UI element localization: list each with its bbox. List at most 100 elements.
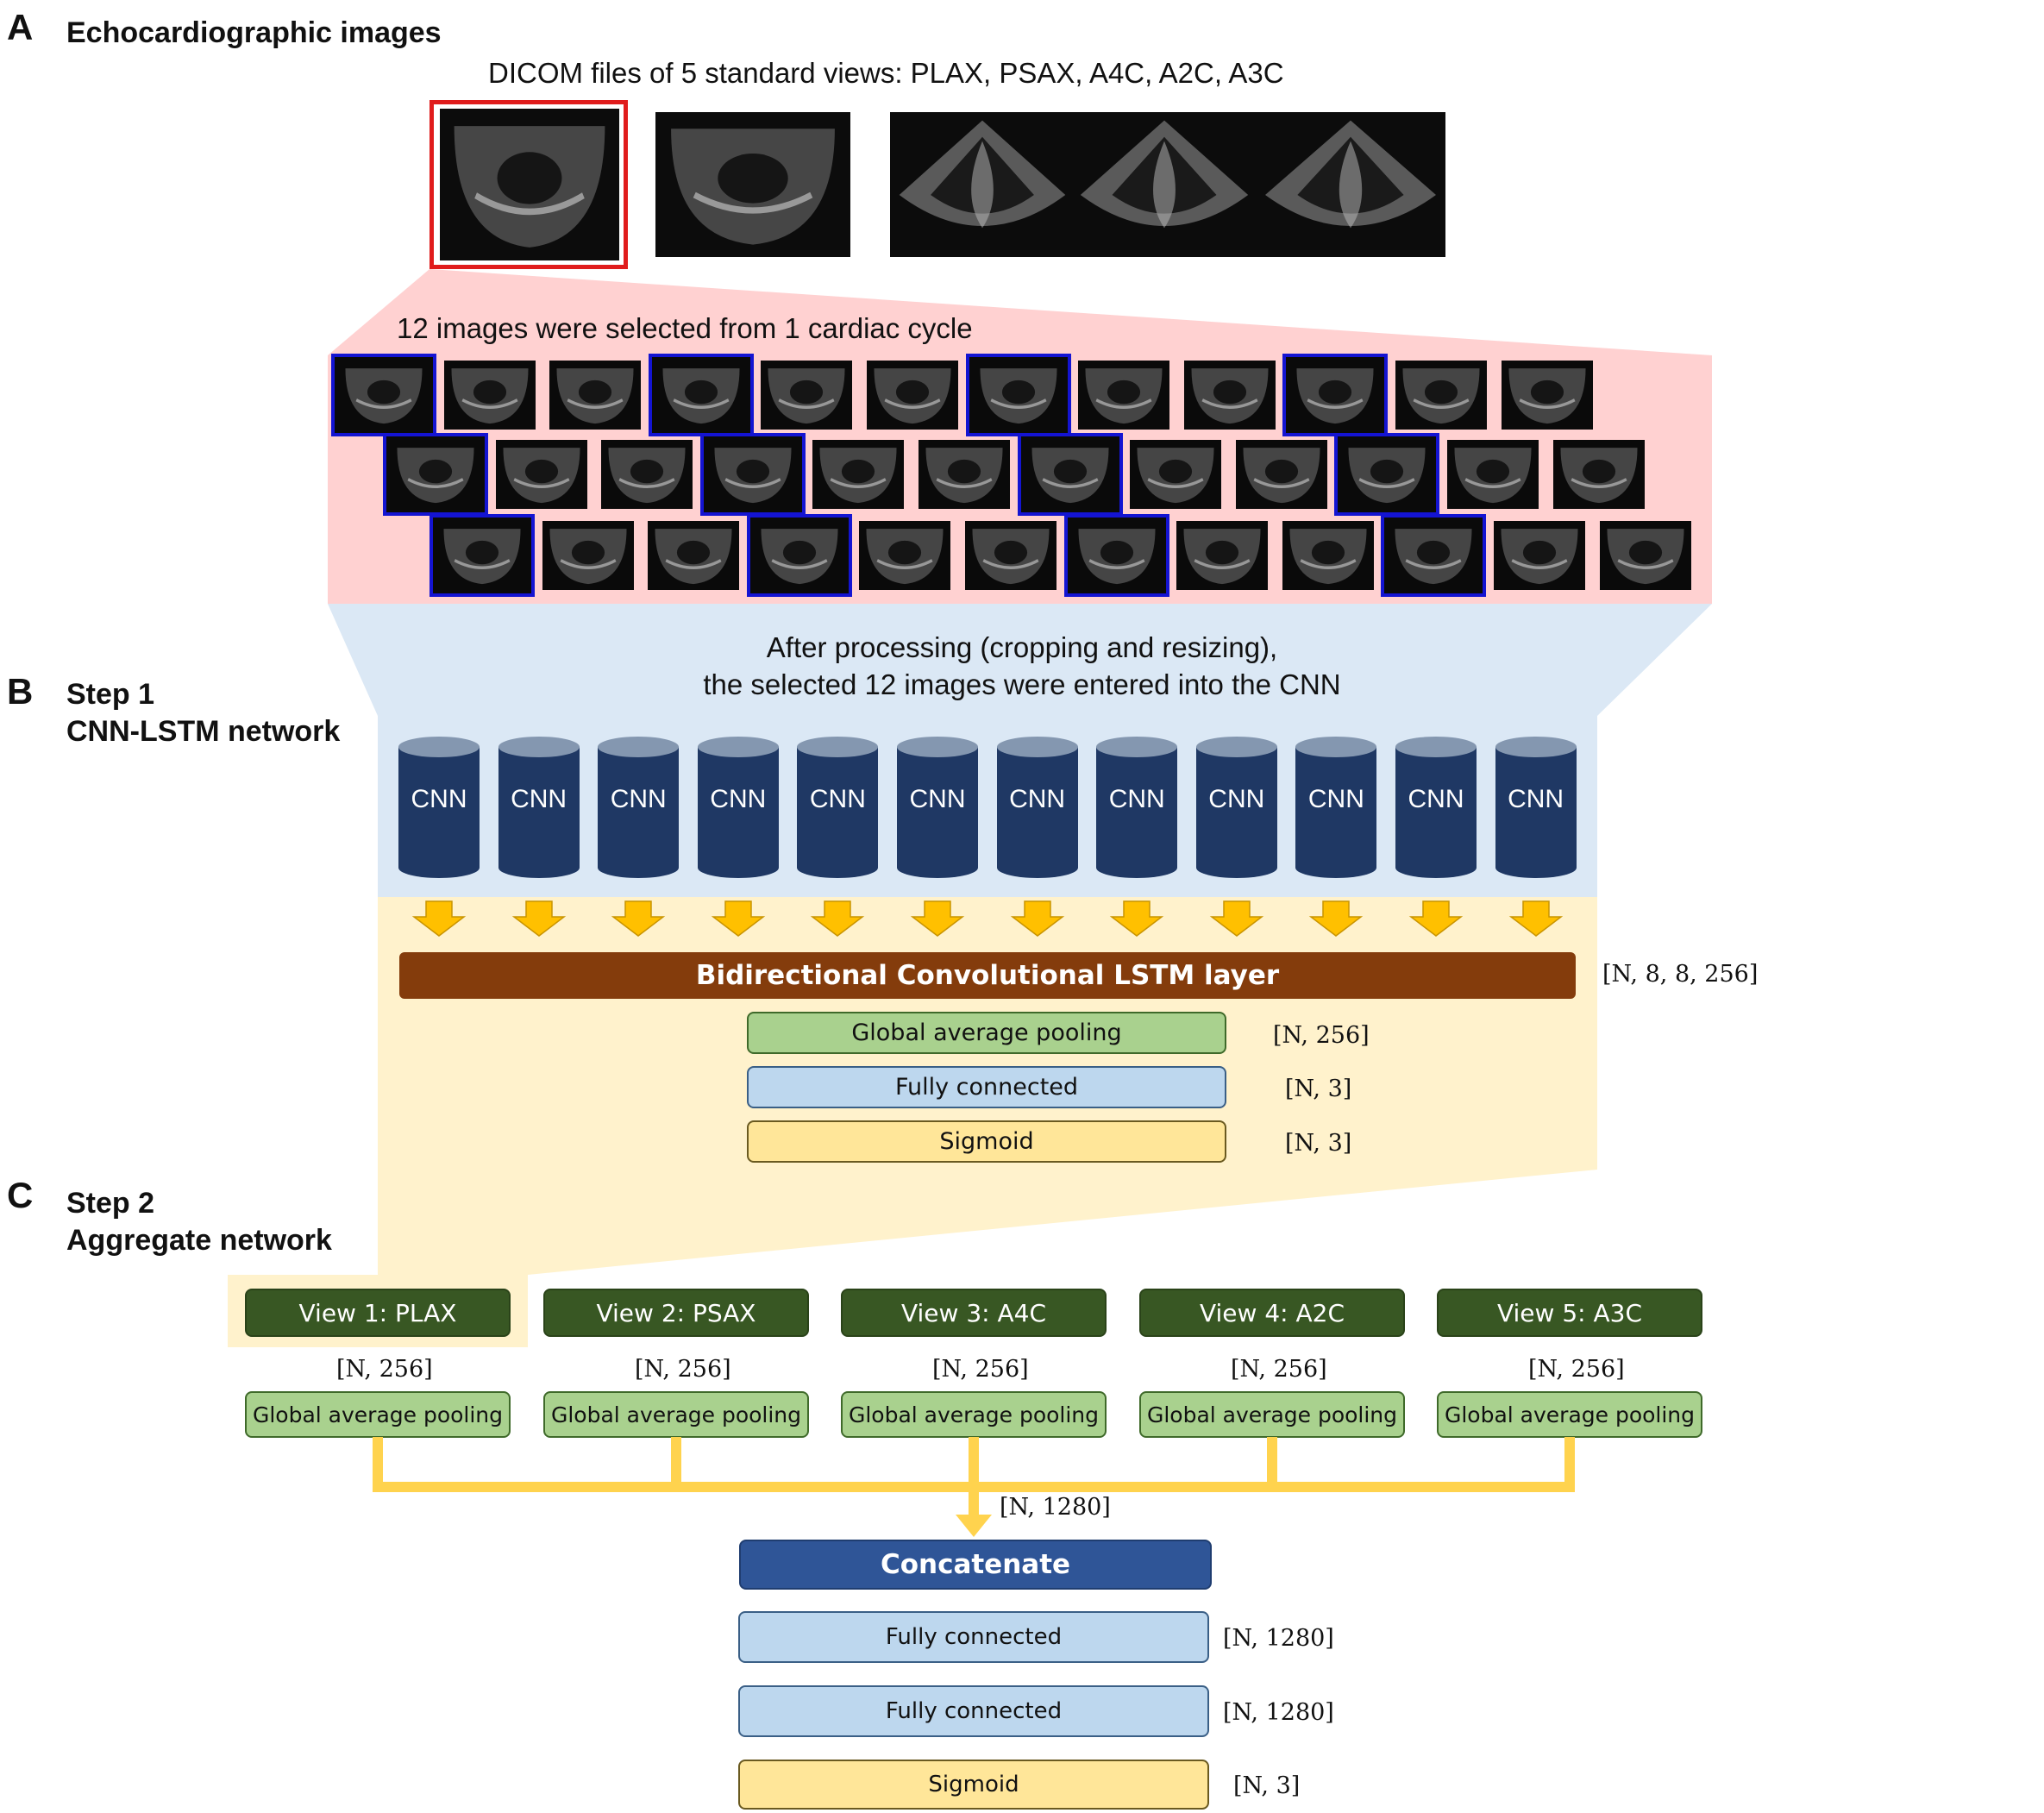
- selected-frame: [1334, 433, 1440, 516]
- cnn-block-2: CNN: [497, 735, 581, 878]
- view-input-4: View 4: A2C: [1139, 1289, 1405, 1337]
- connector-arrowhead: [956, 1515, 992, 1537]
- panel-b-title-line1: Step 1: [66, 678, 155, 711]
- panel-b-letter: B: [7, 671, 34, 712]
- down-arrow-icon: [910, 900, 965, 938]
- down-arrow-icon: [611, 900, 666, 938]
- down-arrow-icon: [1508, 900, 1563, 938]
- views-caption: DICOM files of 5 standard views: PLAX, P…: [488, 57, 1284, 89]
- frame: [601, 440, 693, 509]
- panel-c-title-line1: Step 2: [66, 1187, 155, 1220]
- plax-highlight-frame: [429, 100, 628, 269]
- step1-sigmoid-shape: [N, 3]: [1285, 1130, 1352, 1157]
- frame: [1599, 521, 1691, 590]
- cnn-block-5: CNN: [795, 735, 880, 878]
- selected-frame: [1017, 433, 1123, 516]
- view-input-2: View 2: PSAX: [543, 1289, 809, 1337]
- selected-frame: [746, 514, 852, 597]
- cnn-block-8: CNN: [1094, 735, 1179, 878]
- panel-a-title: Echocardiographic images: [66, 16, 442, 49]
- panel-a-letter: A: [7, 7, 34, 47]
- view-shape-4: [N, 256]: [1231, 1356, 1327, 1383]
- view-thumbnail-plax: [440, 109, 619, 260]
- lstm-output-shape: [N, 8, 8, 256]: [1602, 961, 1759, 988]
- frame: [1183, 361, 1276, 430]
- selected-frame: [699, 433, 806, 516]
- frame: [919, 440, 1010, 509]
- cnn-block-9: CNN: [1194, 735, 1279, 878]
- step2-fully-connected-2: Fully connected: [738, 1685, 1209, 1737]
- cnn-block-6: CNN: [895, 735, 980, 878]
- frame: [542, 521, 634, 590]
- cnn-label: CNN: [1108, 785, 1165, 813]
- panel-c-letter: C: [7, 1175, 34, 1215]
- frame: [1501, 361, 1593, 430]
- step1-fully-connected: Fully connected: [747, 1066, 1226, 1108]
- selected-frame: [1381, 514, 1487, 597]
- cnn-block-4: CNN: [696, 735, 781, 878]
- frame: [761, 361, 853, 430]
- selected-frame: [1282, 354, 1389, 436]
- step1-gap-shape: [N, 256]: [1273, 1022, 1370, 1049]
- frame: [495, 440, 587, 509]
- view-shape-5: [N, 256]: [1528, 1356, 1625, 1383]
- frame: [1176, 521, 1269, 590]
- concatenate-layer: Concatenate: [739, 1540, 1212, 1590]
- panel-c-title-line2: Aggregate network: [66, 1224, 332, 1257]
- cnn-label: CNN: [411, 785, 467, 813]
- cnn-block-10: CNN: [1294, 735, 1378, 878]
- selected-frame: [1063, 514, 1169, 597]
- panel-b-title-line2: CNN-LSTM network: [66, 715, 341, 748]
- frame: [1447, 440, 1539, 509]
- frame: [443, 361, 536, 430]
- selection-caption: 12 images were selected from 1 cardiac c…: [397, 312, 973, 344]
- step2-sigmoid-shape: [N, 3]: [1233, 1772, 1301, 1799]
- cnn-label: CNN: [1307, 785, 1364, 813]
- selected-frame: [383, 433, 488, 516]
- cnn-label: CNN: [909, 785, 966, 813]
- step2-fully-connected-1: Fully connected: [738, 1611, 1209, 1663]
- view-thumbnail-psax: [655, 112, 850, 257]
- down-arrow-icon: [1209, 900, 1264, 938]
- frame: [1552, 440, 1645, 509]
- cnn-block-11: CNN: [1394, 735, 1478, 878]
- aggregate-connector: [373, 1437, 1575, 1537]
- selected-frame: [429, 514, 535, 597]
- down-arrow-icon: [511, 900, 566, 938]
- view-gap-5: Global average pooling: [1437, 1391, 1702, 1438]
- selected-frame: [648, 354, 754, 436]
- cnn-label: CNN: [610, 785, 667, 813]
- down-arrow-icon: [1309, 900, 1364, 938]
- view-input-1: View 1: PLAX: [245, 1289, 511, 1337]
- frame: [867, 361, 958, 430]
- cnn-block-3: CNN: [596, 735, 680, 878]
- down-arrow-icon: [711, 900, 766, 938]
- view-thumbnail-a4c: [890, 112, 1075, 257]
- view-shape-1: [N, 256]: [336, 1356, 433, 1383]
- frame: [1282, 521, 1374, 590]
- down-arrow-icon: [1109, 900, 1164, 938]
- down-arrow-icon: [811, 900, 865, 938]
- view-gap-3: Global average pooling: [841, 1391, 1107, 1438]
- frame: [812, 440, 905, 509]
- view-gap-2: Global average pooling: [543, 1391, 809, 1438]
- figure-root: A Echocardiographic images DICOM files o…: [7, 7, 1759, 1810]
- view-gap-4: Global average pooling: [1139, 1391, 1405, 1438]
- view-input-5: View 5: A3C: [1437, 1289, 1702, 1337]
- cnn-label: CNN: [1408, 785, 1464, 813]
- processing-caption-line1: After processing (cropping and resizing)…: [766, 631, 1278, 663]
- frame: [1078, 361, 1170, 430]
- cnn-label: CNN: [710, 785, 767, 813]
- view-thumbnail-a2c: [1071, 112, 1257, 257]
- frame: [1235, 440, 1327, 509]
- cnn-label: CNN: [1009, 785, 1066, 813]
- step2-fc1-shape: [N, 1280]: [1223, 1625, 1334, 1652]
- concat-input-shape: [N, 1280]: [1000, 1494, 1111, 1521]
- cnn-label: CNN: [1208, 785, 1265, 813]
- frame: [1130, 440, 1222, 509]
- step1-sigmoid: Sigmoid: [747, 1120, 1226, 1163]
- frame: [1395, 361, 1487, 430]
- step1-global-average-pooling: Global average pooling: [747, 1012, 1226, 1054]
- frame: [965, 521, 1056, 590]
- step2-sigmoid: Sigmoid: [738, 1760, 1209, 1810]
